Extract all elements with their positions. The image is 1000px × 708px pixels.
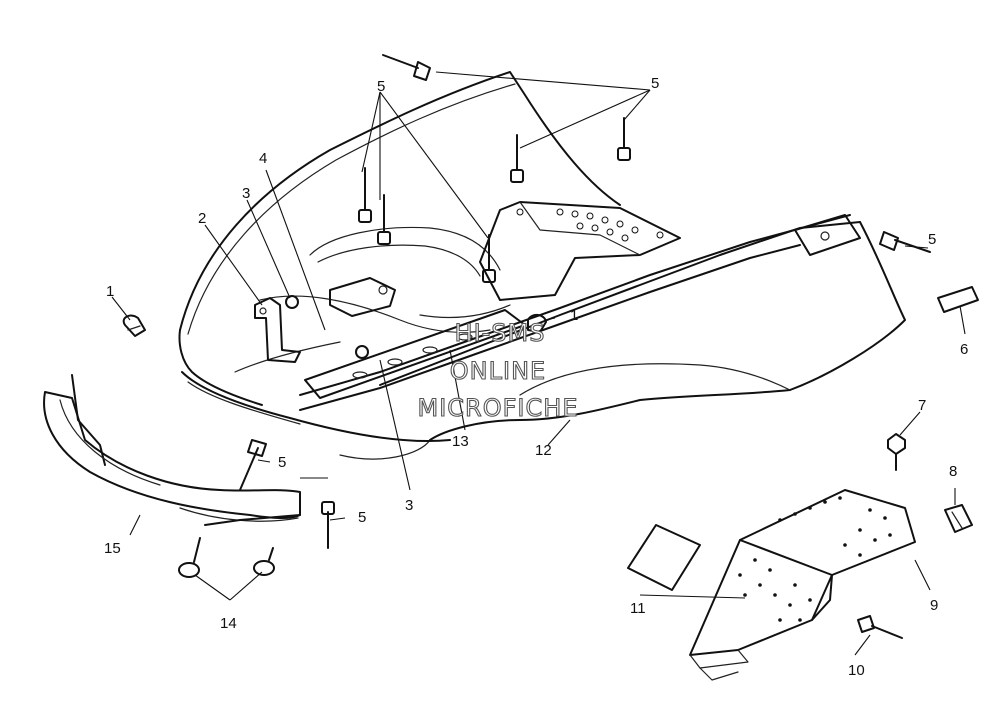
clip-1-center bbox=[527, 314, 547, 333]
clip-8 bbox=[944, 504, 973, 533]
bolt-7 bbox=[887, 433, 906, 471]
watermark: HI-SMS ONLINE MICROFICHE bbox=[417, 318, 579, 422]
decal-11 bbox=[627, 524, 701, 591]
bracket-2 bbox=[254, 297, 301, 363]
rear-bracket bbox=[479, 201, 681, 301]
callout-2: 2 bbox=[198, 210, 206, 227]
callout-15: 15 bbox=[104, 540, 121, 557]
nut-3-upper bbox=[285, 295, 299, 309]
heat-shield-9 bbox=[689, 489, 916, 681]
callout-3-upper: 3 bbox=[242, 185, 250, 202]
clip-1-left bbox=[122, 314, 146, 337]
callout-1-left: 1 bbox=[106, 283, 114, 300]
callout-13: 13 bbox=[452, 433, 469, 450]
callout-5-front-1: 5 bbox=[278, 454, 286, 471]
decal-6 bbox=[937, 286, 979, 313]
rivet-left-1 bbox=[358, 167, 372, 223]
watermark-line-3: MICROFICHE bbox=[418, 394, 579, 422]
callout-5-rear: 5 bbox=[928, 231, 936, 248]
rivet-front-1 bbox=[239, 439, 267, 491]
callout-7: 7 bbox=[918, 397, 926, 414]
nut-3-lower bbox=[355, 345, 369, 359]
callout-3-lower: 3 bbox=[405, 497, 413, 514]
callout-6: 6 bbox=[960, 341, 968, 358]
callout-4: 4 bbox=[259, 150, 267, 167]
callout-9: 9 bbox=[930, 597, 938, 614]
bolt-10 bbox=[857, 615, 903, 639]
callout-12: 12 bbox=[535, 442, 552, 459]
rivet-mid bbox=[510, 134, 524, 183]
rivet-top-left bbox=[382, 54, 431, 81]
leader-lines bbox=[111, 71, 966, 656]
screw-14-left bbox=[178, 537, 201, 578]
callout-11: 11 bbox=[630, 600, 646, 617]
callout-10: 10 bbox=[848, 662, 865, 679]
center-strap bbox=[304, 309, 526, 399]
callout-14: 14 bbox=[220, 615, 237, 632]
callout-5-front-2: 5 bbox=[358, 509, 366, 526]
front-bumper-15 bbox=[43, 374, 301, 526]
callout-1-center: 1 bbox=[570, 307, 578, 324]
rivet-top-right bbox=[617, 117, 631, 161]
rivet-front-2 bbox=[321, 501, 335, 549]
tunnel-clip bbox=[329, 277, 396, 317]
rivet-center bbox=[482, 234, 496, 283]
watermark-line-2: ONLINE bbox=[450, 357, 546, 385]
hull-belly-pan bbox=[178, 71, 906, 460]
screw-14-right bbox=[253, 547, 275, 576]
rivet-left-2 bbox=[377, 194, 391, 245]
callout-labels: 1 1 2 3 3 4 5 5 5 5 5 6 7 8 9 10 11 12 1… bbox=[104, 75, 968, 679]
callout-5-top-left: 5 bbox=[377, 78, 385, 95]
rivet-rear bbox=[879, 231, 931, 253]
watermark-line-1: HI-SMS bbox=[455, 319, 546, 347]
callout-5-top-right: 5 bbox=[651, 75, 659, 92]
callout-8: 8 bbox=[949, 463, 957, 480]
